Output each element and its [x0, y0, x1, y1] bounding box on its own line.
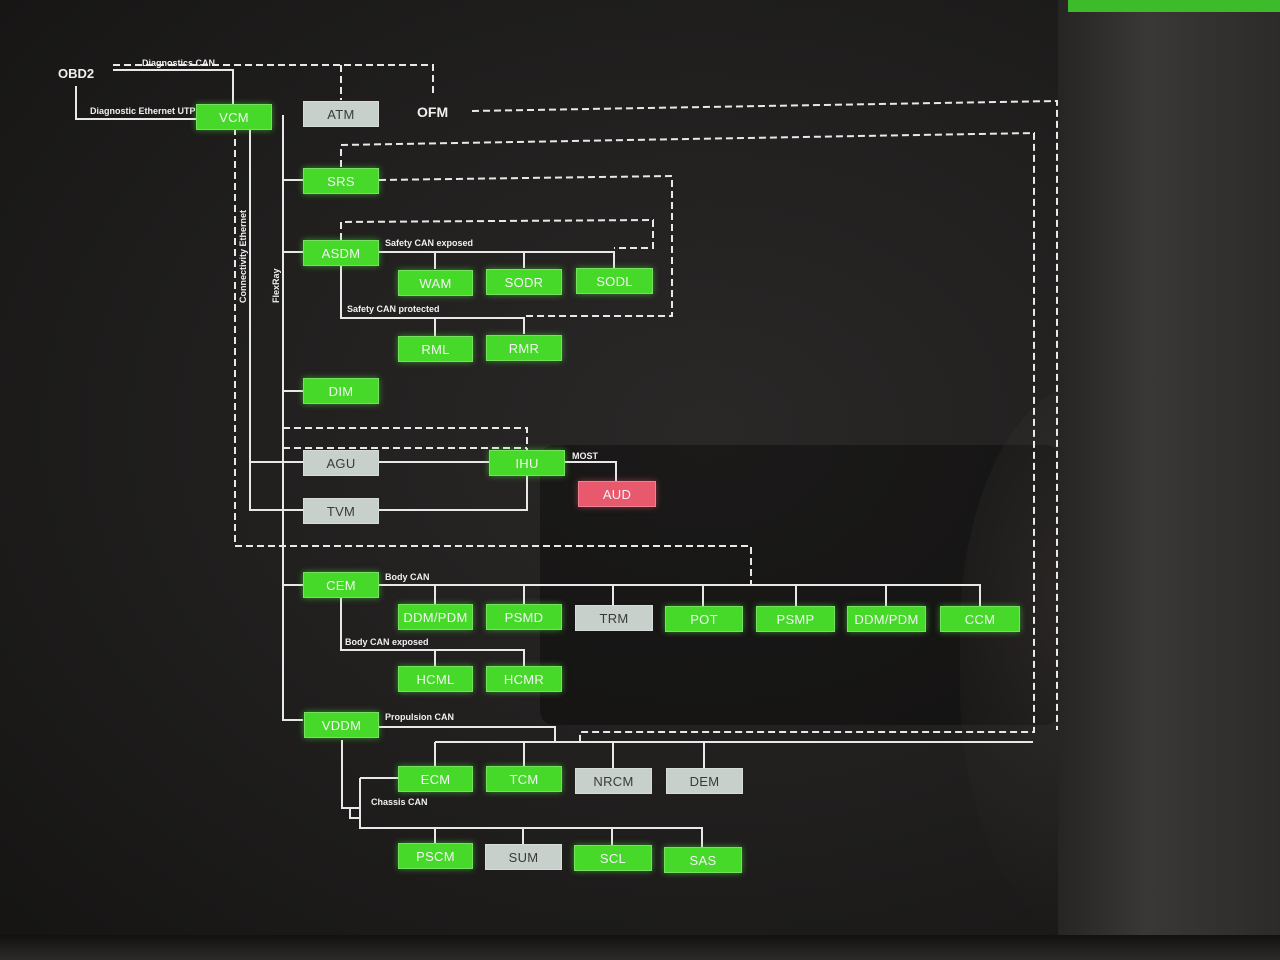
- ecu-srs[interactable]: SRS: [303, 168, 379, 194]
- ecu-sas[interactable]: SAS: [664, 847, 742, 873]
- ecu-ccm[interactable]: CCM: [940, 606, 1020, 632]
- body-can-exposed-label: Body CAN exposed: [345, 637, 429, 647]
- safety-can-protected-label: Safety CAN protected: [347, 304, 440, 314]
- monitor-bezel: [1058, 0, 1280, 960]
- ecu-sodr[interactable]: SODR: [486, 269, 562, 295]
- diagnostics-can-label: Diagnostics CAN: [142, 58, 216, 68]
- ecu-asdm[interactable]: ASDM: [303, 240, 379, 266]
- ecu-rml[interactable]: RML: [398, 336, 473, 362]
- ecu-ecm[interactable]: ECM: [398, 766, 473, 792]
- adjacent-screen-strip: [1068, 0, 1280, 12]
- ecu-agu[interactable]: AGU: [303, 450, 379, 476]
- flexray-label: FlexRay: [271, 268, 281, 303]
- chassis-can-label: Chassis CAN: [371, 797, 428, 807]
- ecu-psmp[interactable]: PSMP: [756, 606, 835, 632]
- ecu-sum[interactable]: SUM: [485, 844, 562, 870]
- ecu-rmr[interactable]: RMR: [486, 335, 562, 361]
- diagnostic-ethernet-label: Diagnostic Ethernet UTP: [90, 106, 196, 116]
- ecu-scl[interactable]: SCL: [574, 845, 652, 871]
- ecu-psmd[interactable]: PSMD: [486, 604, 562, 630]
- body-can-label: Body CAN: [385, 572, 430, 582]
- ecu-tcm[interactable]: TCM: [486, 766, 562, 792]
- ecu-vddm[interactable]: VDDM: [304, 712, 379, 738]
- ecu-hcml[interactable]: HCML: [398, 666, 473, 692]
- safety-can-exposed-label: Safety CAN exposed: [385, 238, 474, 248]
- ecu-pscm[interactable]: PSCM: [398, 843, 473, 869]
- ofm-label: OFM: [417, 104, 449, 120]
- obd2-label: OBD2: [58, 66, 95, 81]
- ecu-ddm-pdm-1[interactable]: DDM/PDM: [398, 604, 473, 630]
- ecu-cem[interactable]: CEM: [303, 572, 379, 598]
- ecu-dem[interactable]: DEM: [666, 768, 743, 794]
- most-label: MOST: [572, 451, 598, 461]
- propulsion-can-label: Propulsion CAN: [385, 712, 454, 722]
- ecu-nrcm[interactable]: NRCM: [575, 768, 652, 794]
- ecu-aud[interactable]: AUD: [578, 481, 656, 507]
- ecu-pot[interactable]: POT: [665, 606, 743, 632]
- ecu-sodl[interactable]: SODL: [576, 268, 653, 294]
- connectivity-ethernet-label: Connectivity Ethernet: [238, 209, 248, 303]
- ecu-atm[interactable]: ATM: [303, 101, 379, 127]
- monitor-bottom-edge: [0, 935, 1280, 960]
- ecu-hcmr[interactable]: HCMR: [486, 666, 562, 692]
- ecu-dim[interactable]: DIM: [303, 378, 379, 404]
- ecu-ddm-pdm-2[interactable]: DDM/PDM: [847, 606, 926, 632]
- ecu-ihu[interactable]: IHU: [489, 450, 565, 476]
- ecu-tvm[interactable]: TVM: [303, 498, 379, 524]
- ecu-trm[interactable]: TRM: [575, 605, 653, 631]
- ecu-vcm[interactable]: VCM: [196, 104, 272, 130]
- ecu-wam[interactable]: WAM: [398, 270, 473, 296]
